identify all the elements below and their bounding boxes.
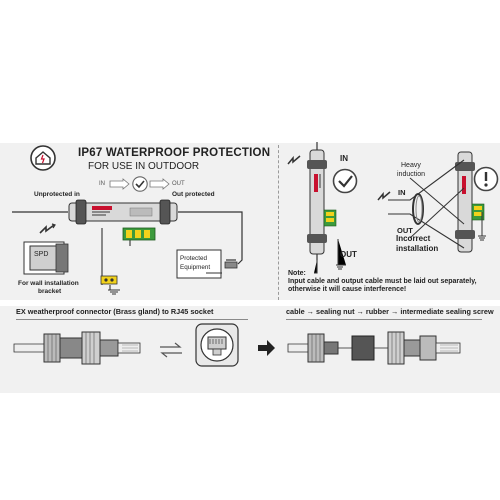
- sequence-title: cable → sealing nut → rubber → intermedi…: [286, 307, 494, 316]
- incorrect-in-label: IN: [398, 188, 406, 197]
- left-cables: [12, 211, 243, 295]
- rj45-plug: [224, 261, 238, 269]
- flow-out-label: OUT: [172, 181, 185, 187]
- cable-gland-left: [13, 331, 141, 365]
- equipment-label-line1: Protected: [180, 255, 207, 262]
- lightning-icon-right-2: [377, 191, 391, 201]
- wall-bracket: [23, 241, 69, 275]
- next-arrow-icon: [258, 340, 275, 356]
- heavy-induction-line2: induction: [397, 171, 426, 178]
- unprotected-in-label: Unprotected in: [34, 191, 80, 198]
- panel-divider: [278, 145, 279, 300]
- ground-terminal: [100, 275, 118, 285]
- swap-arrows-icon: [160, 342, 182, 358]
- spd-label: SPD: [34, 251, 49, 258]
- cable-gland-exploded: [287, 331, 461, 365]
- induction-loop-icon: [412, 193, 424, 225]
- equipment-label-line2: Equipment: [180, 264, 211, 271]
- right-in-label: IN: [340, 154, 348, 163]
- lightning-icon-right: [287, 155, 301, 165]
- out-protected-label: Out protected: [172, 191, 215, 198]
- note-line2: otherwise it will cause interference!: [288, 286, 407, 293]
- flow-arrow-out-icon: [149, 178, 170, 190]
- spd-device-horizontal: [68, 199, 178, 225]
- incorrect-label-line1: Incorrect: [396, 234, 431, 243]
- rj45-socket-icon: [195, 323, 239, 367]
- note-title: Note:: [288, 270, 306, 277]
- warning-exclamation-icon: [473, 166, 499, 192]
- note-line1: Input cable and output cable must be lai…: [288, 278, 477, 285]
- flow-check-icon: [132, 176, 148, 192]
- right-out-label: OUT: [340, 250, 357, 259]
- flow-arrow-in-icon: [109, 178, 130, 190]
- incorrect-out-label: OUT: [397, 226, 413, 235]
- spd-device-vertical-incorrect: [455, 151, 485, 253]
- correct-cables: [314, 239, 346, 274]
- bracket-label-line2: bracket: [38, 288, 62, 295]
- bracket-label-line1: For wall installation: [18, 280, 79, 287]
- page-subtitle: FOR USE IN OUTDOOR: [88, 161, 200, 172]
- flow-in-label: IN: [99, 181, 105, 187]
- connector-title-underline: [16, 319, 248, 320]
- green-terminal-block: [122, 227, 156, 241]
- crossed-cables: [388, 159, 486, 249]
- lightning-icon: [39, 223, 56, 234]
- connector-title: EX weatherproof connector (Brass gland) …: [16, 307, 214, 316]
- spd-device-vertical-correct: [307, 142, 337, 260]
- sequence-title-underline: [286, 319, 482, 320]
- incorrect-label-line2: installation: [396, 244, 439, 253]
- house-surge-icon: [30, 145, 56, 171]
- heavy-induction-line1: Heavy: [401, 162, 421, 169]
- correct-check-icon: [332, 168, 358, 194]
- protected-equipment-box: [176, 249, 222, 279]
- page-title: IP67 WATERPROOF PROTECTION: [78, 147, 271, 159]
